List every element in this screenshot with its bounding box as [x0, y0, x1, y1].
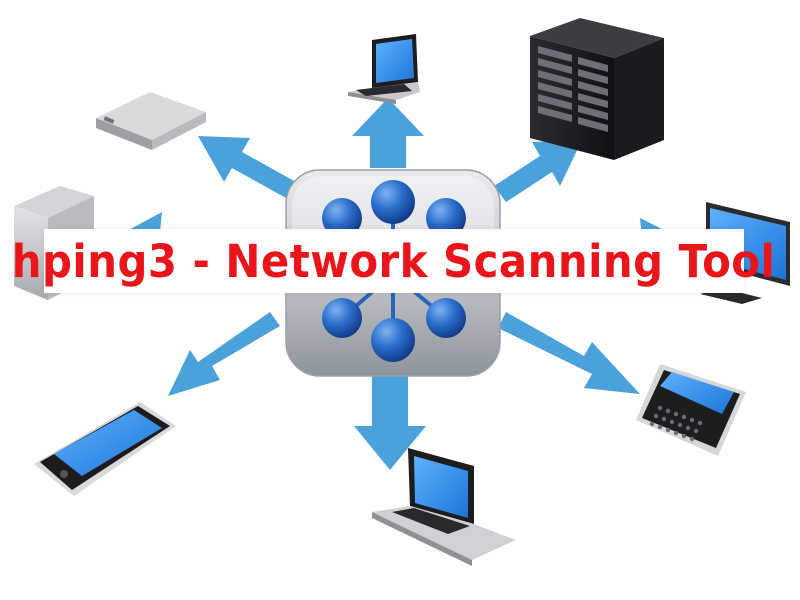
smartphone-icon	[34, 402, 176, 496]
arrow-up-right	[494, 140, 582, 202]
arrow-up	[352, 98, 424, 168]
smartphone-icon	[636, 364, 746, 456]
arrow-down-left	[168, 312, 280, 396]
title-banner: hping3 - Network Scanning Tool	[12, 229, 775, 293]
laptop-icon	[348, 34, 420, 104]
server-rack-icon	[530, 18, 664, 160]
router-icon	[96, 92, 206, 150]
arrow-down	[354, 372, 426, 470]
arrow-down-right	[498, 312, 640, 394]
page-title: hping3 - Network Scanning Tool	[12, 234, 776, 288]
arrow-up-left	[198, 136, 296, 198]
laptop-icon	[372, 448, 516, 566]
